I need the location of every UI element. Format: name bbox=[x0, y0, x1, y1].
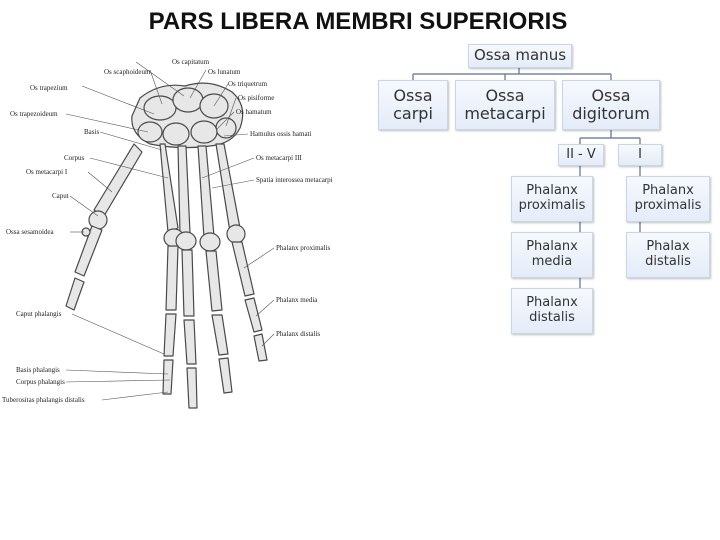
node-ossa-manus: Ossa manus bbox=[468, 44, 572, 68]
node-ii-v-phalanx-proximalis: Phalanx proximalis bbox=[511, 176, 593, 222]
node-i-phalanx-proximalis: Phalanx proximalis bbox=[626, 176, 710, 222]
node-ii-v-phalanx-media: Phalanx media bbox=[511, 232, 593, 278]
node-ossa-metacarpi: Ossa metacarpi bbox=[455, 80, 555, 130]
node-group-ii-v: II - V bbox=[558, 144, 604, 166]
node-i-phalax-distalis: Phalax distalis bbox=[626, 232, 710, 278]
node-ossa-carpi: Ossa carpi bbox=[378, 80, 448, 130]
node-ossa-digitorum: Ossa digitorum bbox=[562, 80, 660, 130]
node-group-i: I bbox=[618, 144, 662, 166]
node-ii-v-phalanx-distalis: Phalanx distalis bbox=[511, 288, 593, 334]
